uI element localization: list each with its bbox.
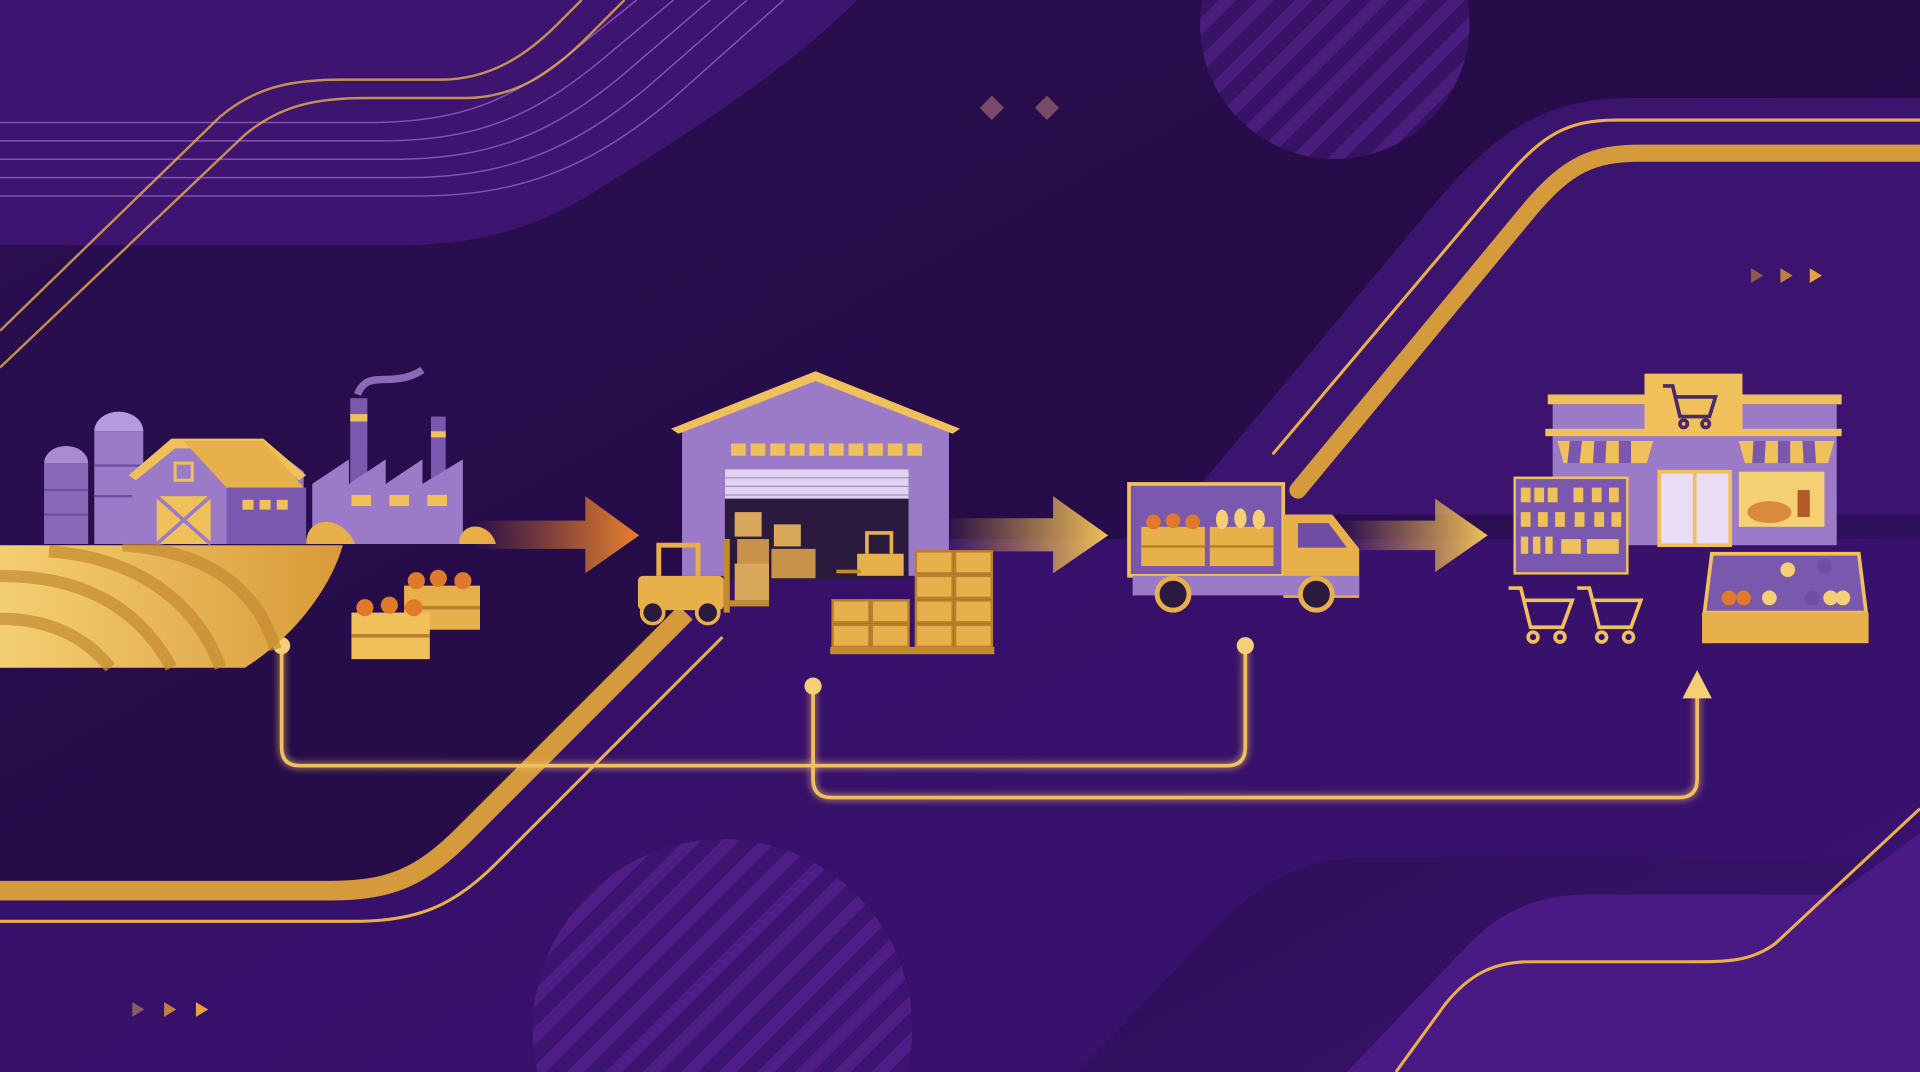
play-triangles-top xyxy=(1751,268,1823,284)
striped-circle-bottom xyxy=(532,839,913,1072)
striped-circle-top xyxy=(1199,0,1470,160)
truck-icon xyxy=(1127,482,1360,613)
play-triangles-bottom xyxy=(132,1002,209,1017)
farm-icon xyxy=(0,411,343,672)
flow-arrow-3 xyxy=(1340,498,1488,573)
cart-sign-icon xyxy=(1662,384,1719,430)
shopping-cart-icon xyxy=(1508,586,1575,644)
awning-icon xyxy=(1557,441,1835,464)
warehouse-icon xyxy=(637,371,995,655)
shopping-cart-icon xyxy=(1577,586,1644,644)
flow-arrow-1 xyxy=(471,496,640,574)
bottom-right-band xyxy=(1346,833,1920,1072)
arrow-up-icon xyxy=(1682,670,1712,699)
tracking-connectors xyxy=(279,645,1699,800)
bottom-gold-lines xyxy=(0,605,1920,1072)
top-left-band xyxy=(0,0,858,246)
right-gold-lines xyxy=(1271,118,1920,499)
bottom-band xyxy=(0,539,1920,1072)
flow-arrow-2 xyxy=(942,496,1109,574)
top-left-gold-lines xyxy=(0,0,626,369)
store-icon xyxy=(1508,373,1869,644)
produce-crates xyxy=(351,569,480,660)
